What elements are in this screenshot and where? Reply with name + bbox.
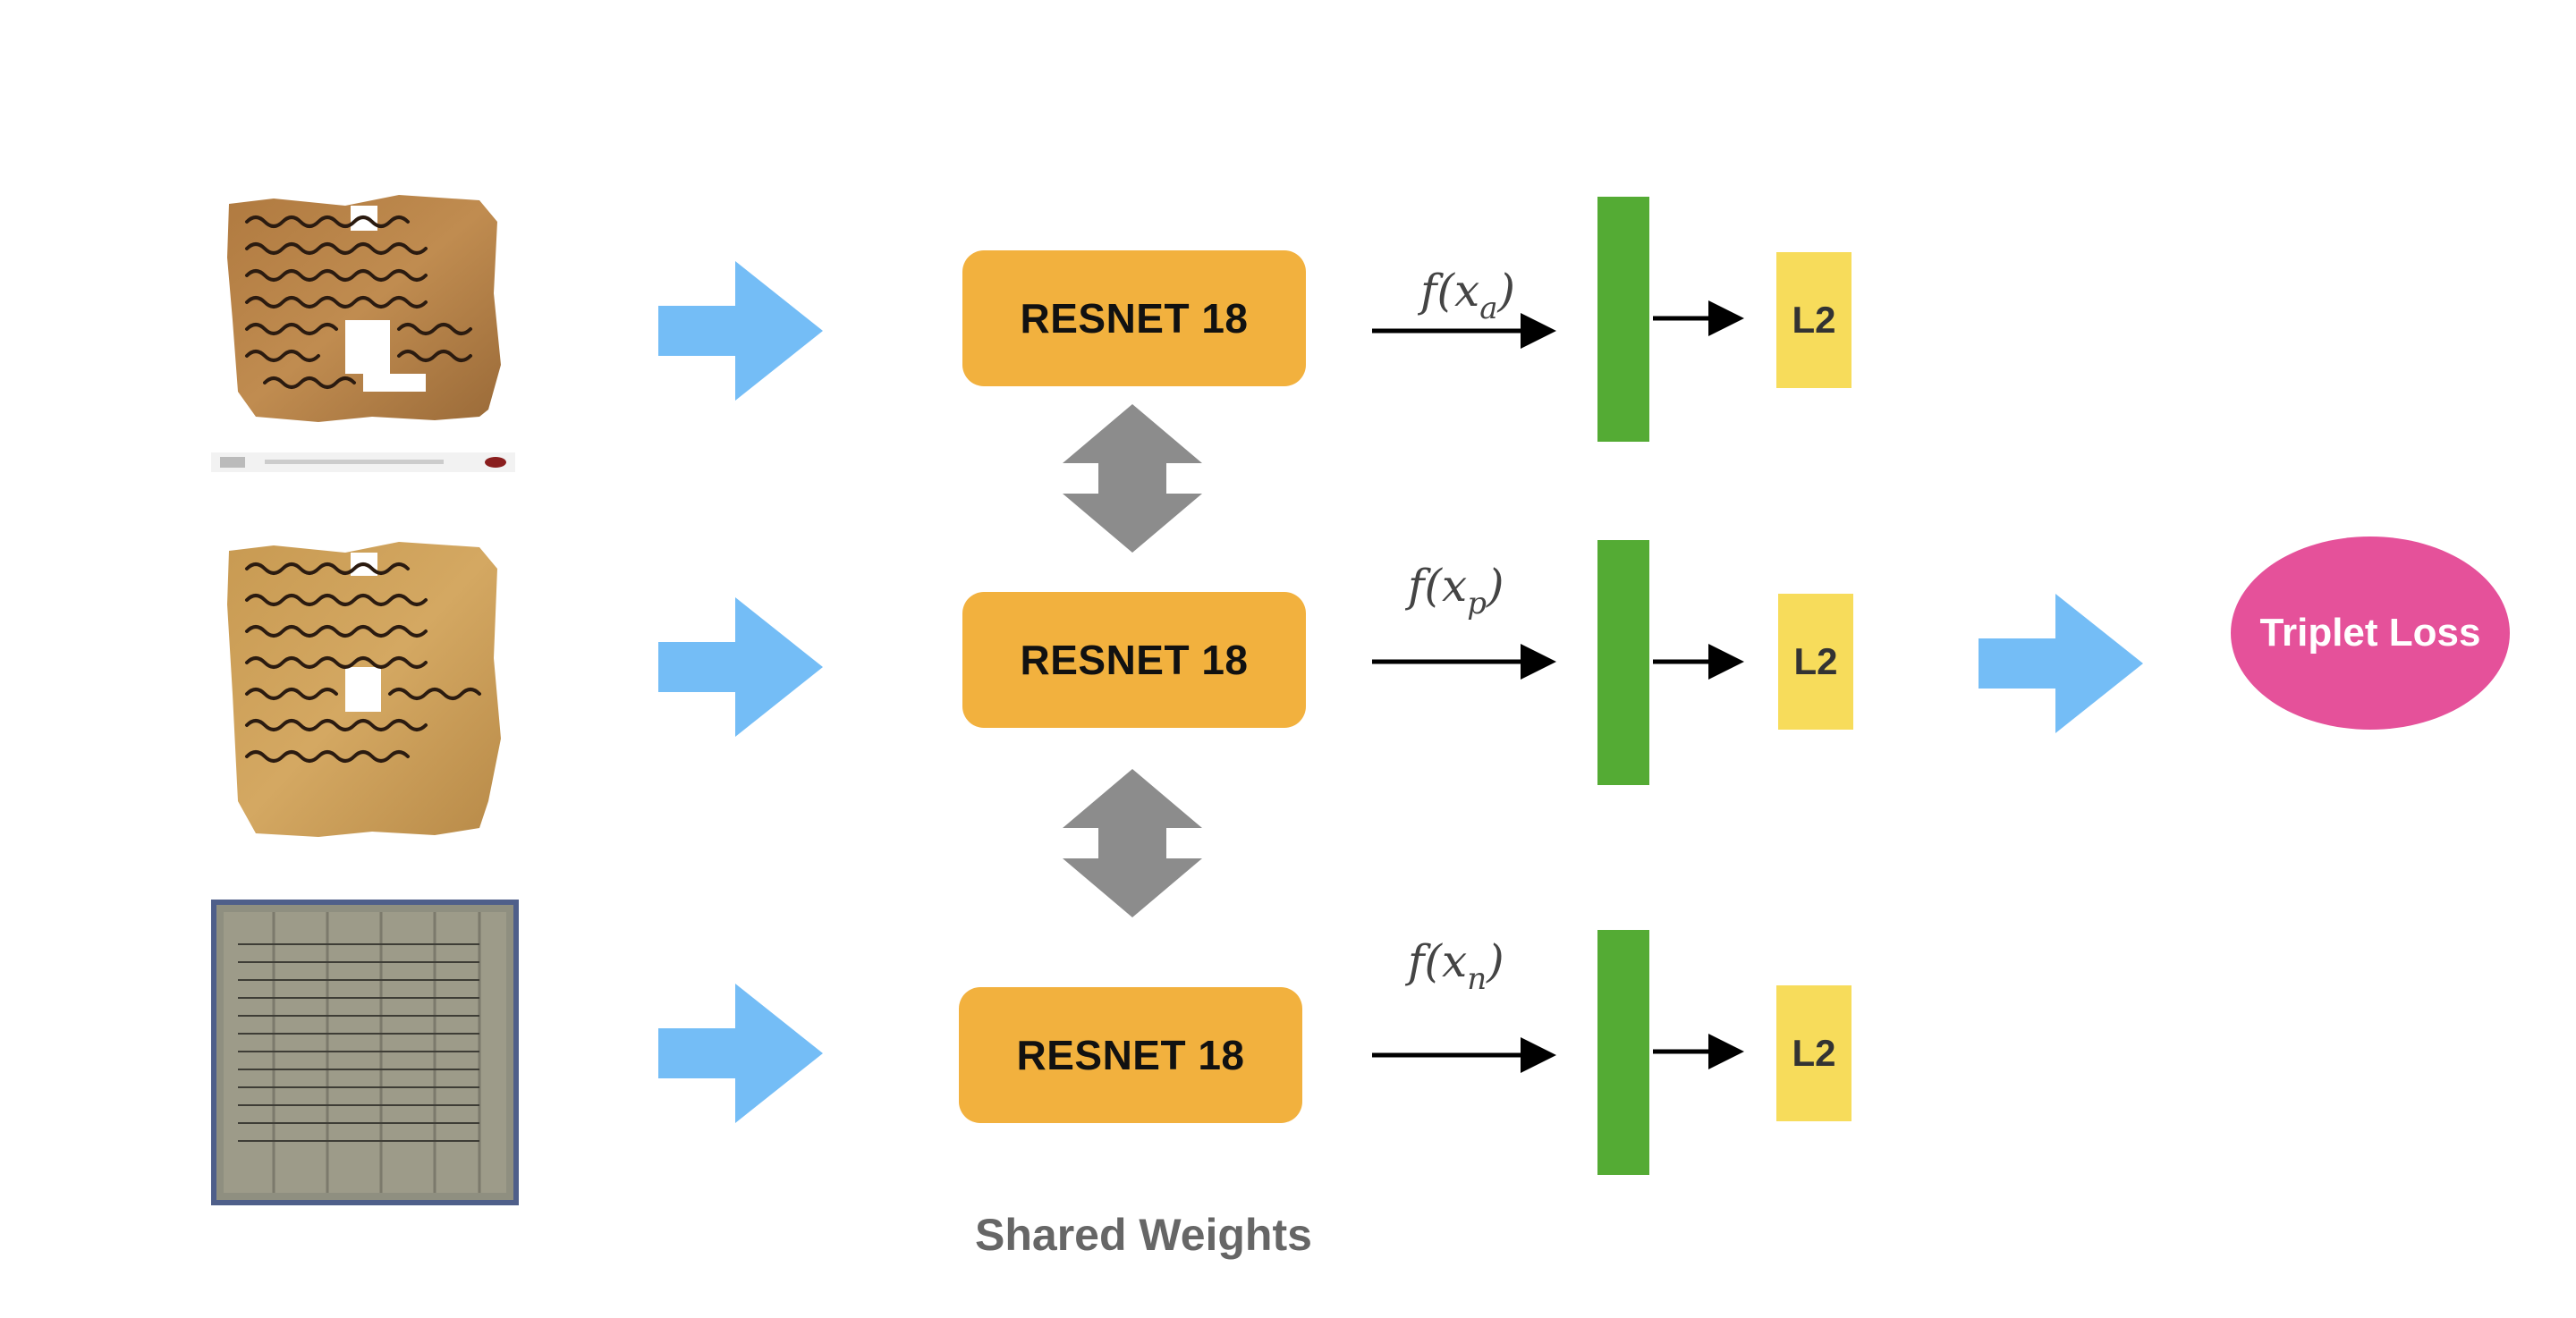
block-arrow-right-icon (658, 261, 823, 401)
l2-norm-negative: L2 (1776, 985, 1852, 1121)
papyrus-positive-image (211, 533, 515, 841)
block-arrow-right-icon (1979, 594, 2143, 733)
triplet-loss-node: Triplet Loss (2231, 536, 2510, 730)
papyrus-negative-image (211, 900, 519, 1205)
embedding-bar-negative (1597, 930, 1649, 1175)
resnet-block-anchor: RESNET 18 (962, 250, 1306, 386)
resnet-block-negative: RESNET 18 (959, 987, 1302, 1123)
shared-weights-label: Shared Weights (975, 1210, 1312, 1260)
block-arrow-right-icon (658, 597, 823, 737)
feature-label-positive: f(xp) (1408, 560, 1504, 621)
l2-norm-positive: L2 (1778, 594, 1853, 730)
double-arrow-vertical-icon (1063, 769, 1202, 917)
resnet-block-positive: RESNET 18 (962, 592, 1306, 728)
embedding-bar-positive (1597, 540, 1649, 785)
l2-norm-anchor: L2 (1776, 252, 1852, 388)
feature-label-negative: f(xn) (1408, 935, 1504, 997)
double-arrow-vertical-icon (1063, 404, 1202, 553)
papyrus-anchor-image (211, 186, 515, 472)
embedding-bar-anchor (1597, 197, 1649, 442)
block-arrow-right-icon (658, 984, 823, 1123)
feature-label-anchor: f(xa) (1420, 265, 1516, 326)
